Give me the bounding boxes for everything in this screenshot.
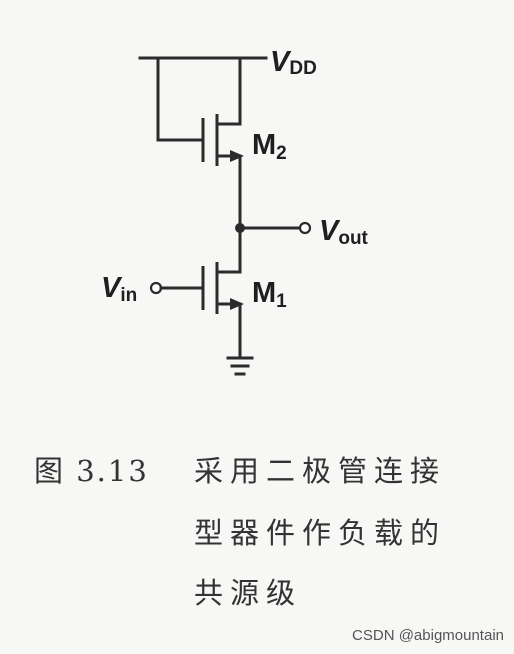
- vout-label: Vout: [319, 215, 369, 249]
- vin-label: Vin: [101, 272, 137, 306]
- caption-line-1: 采用二极管连接: [194, 454, 447, 488]
- m1-bottom-wire: [216, 302, 242, 358]
- m2-source-arrow: [230, 150, 244, 162]
- m1-source-arrow: [230, 298, 244, 310]
- caption-line-2: 型器件作负载的: [194, 516, 447, 550]
- m2-gate-diode-wire: [156, 56, 205, 142]
- ground-icon: [226, 356, 254, 376]
- watermark: CSDN @abigmountain: [352, 627, 504, 644]
- vout-terminal: [298, 221, 312, 235]
- vdd-label: VDD: [270, 46, 317, 79]
- m1-top-wire: [216, 226, 242, 274]
- m2-top-wire: [216, 56, 242, 126]
- m2-bottom-wire: [216, 154, 242, 230]
- m1-label: M1: [252, 277, 287, 312]
- caption-line-3: 共源级: [194, 576, 303, 610]
- m2-label: M2: [252, 129, 287, 164]
- figure-number: 图 3.13: [34, 454, 149, 488]
